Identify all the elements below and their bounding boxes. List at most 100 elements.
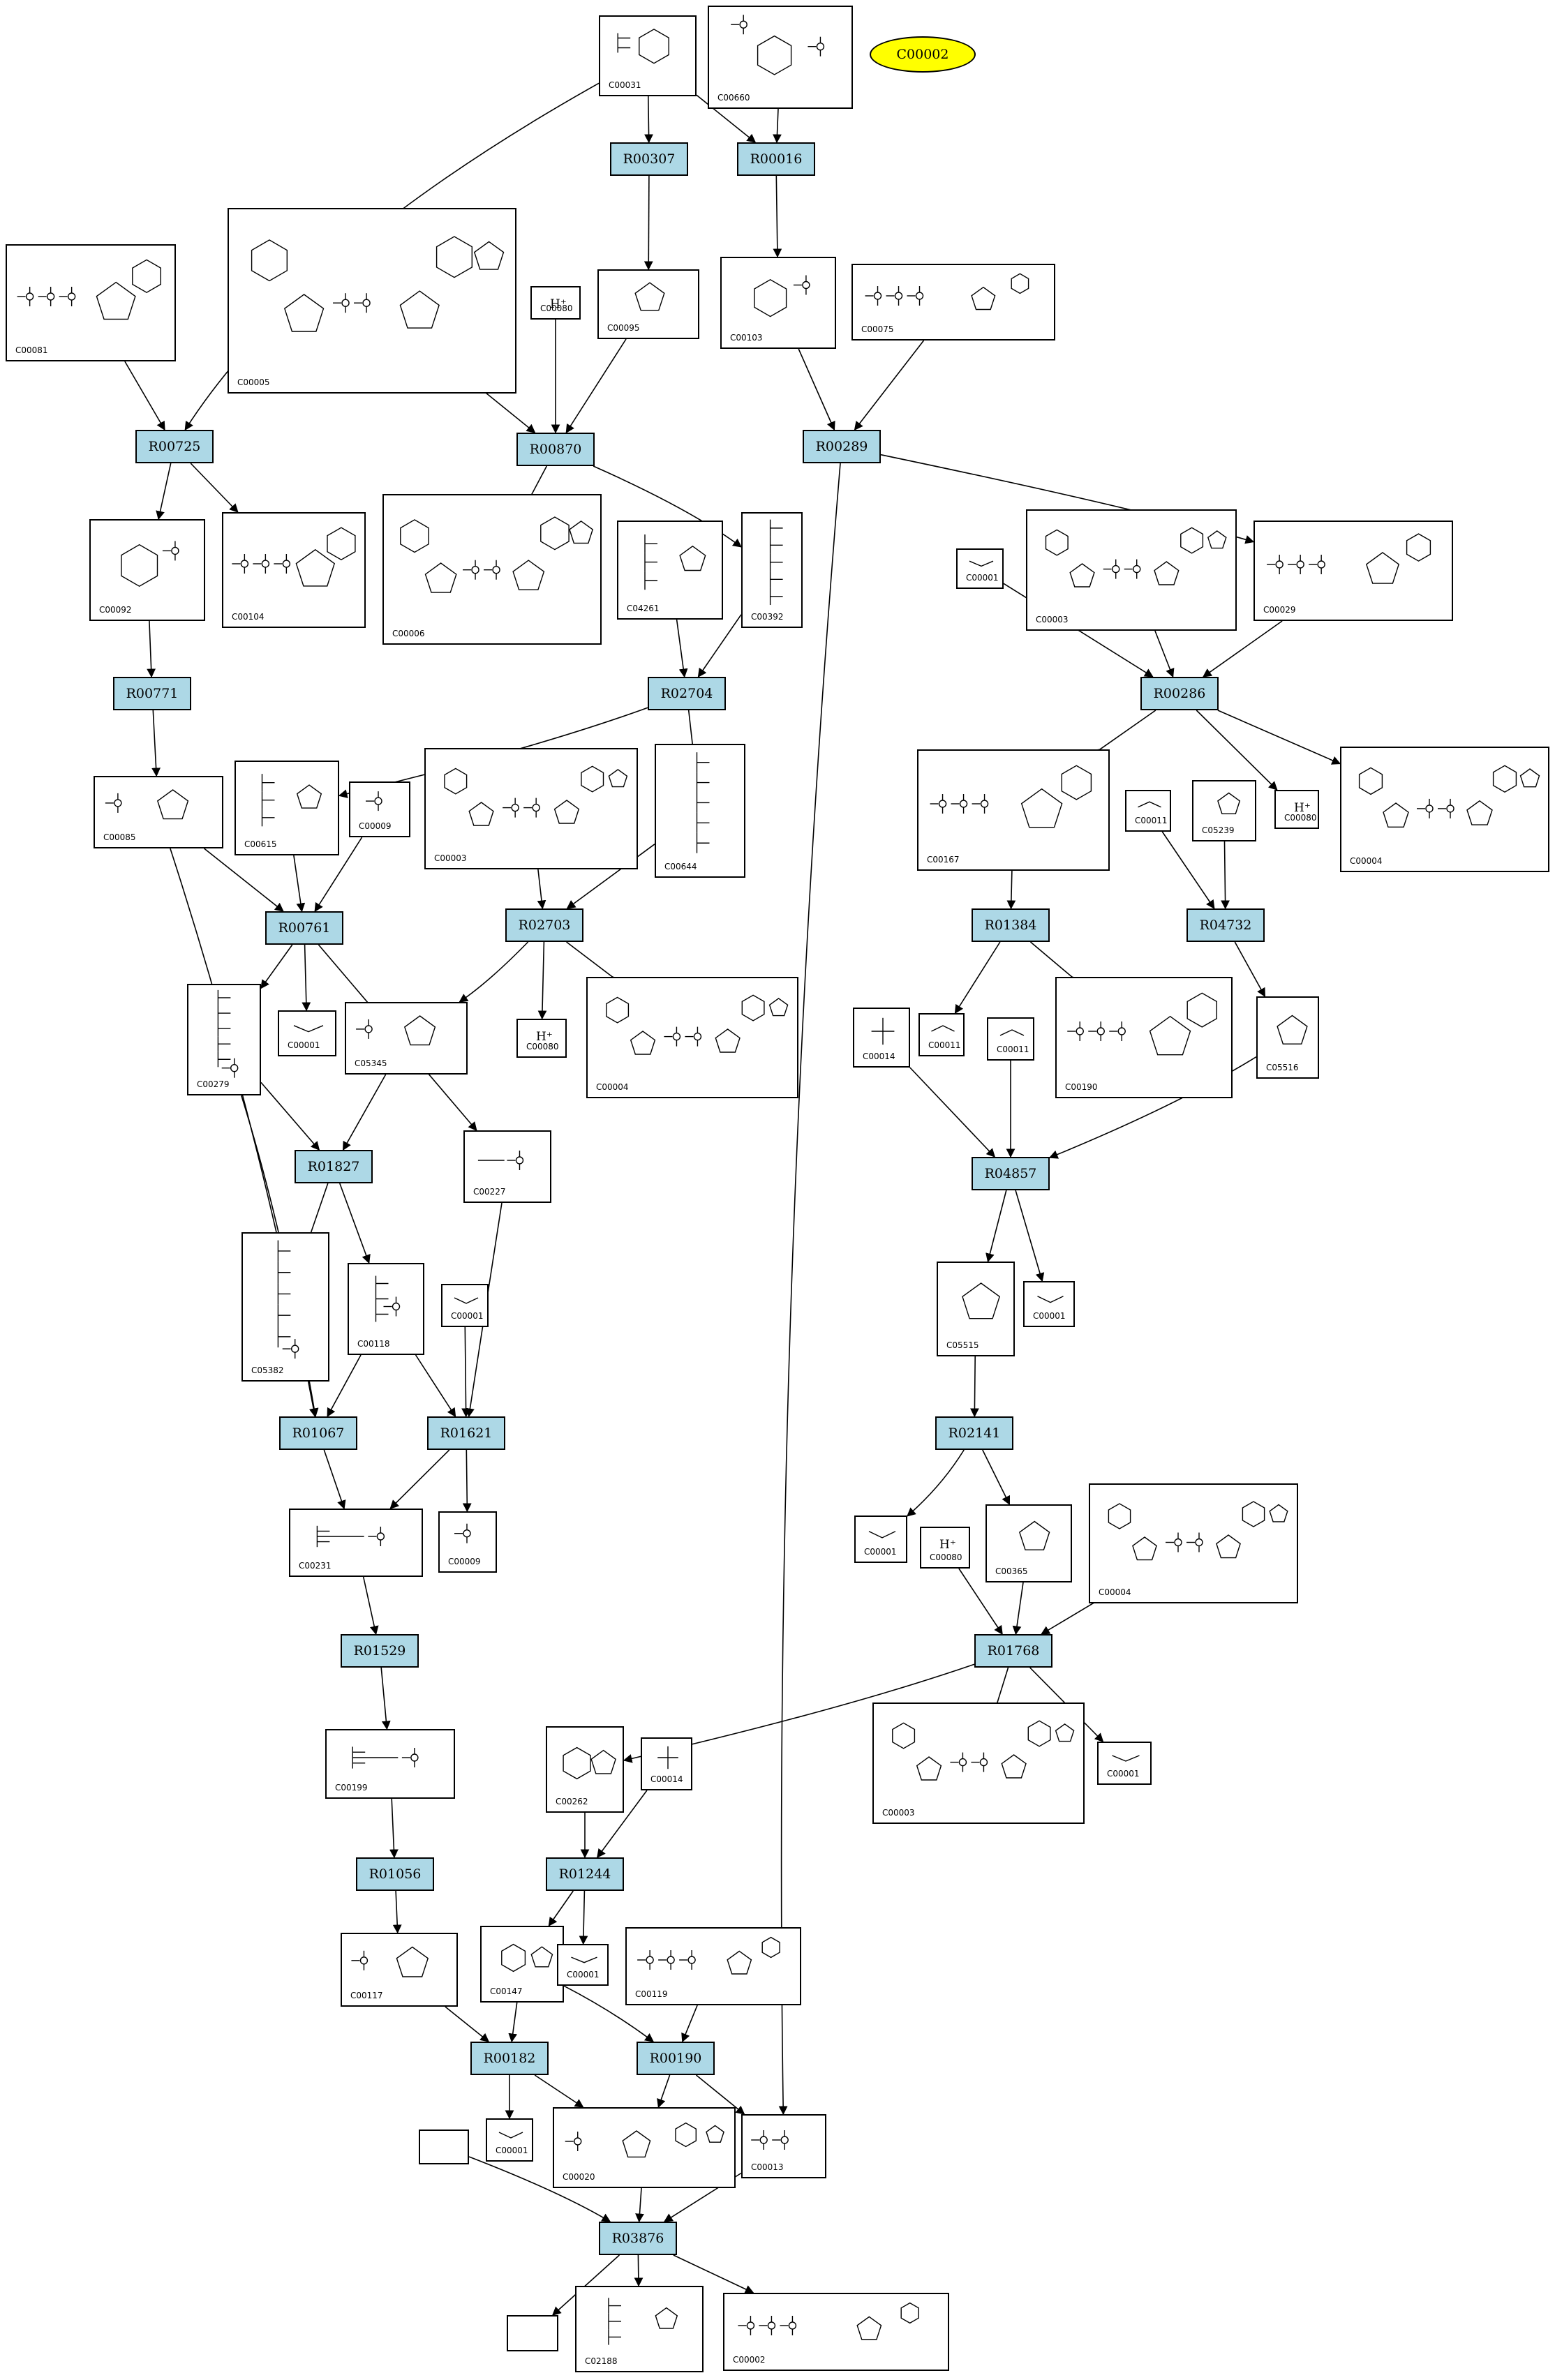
edge-R01384-to-C00011_b <box>954 941 1001 1015</box>
compound-c00660[interactable]: C00660 <box>708 6 853 109</box>
compound-c00014[interactable]: C00014 <box>853 1008 910 1068</box>
reaction-r02141[interactable]: R02141 <box>935 1416 1013 1450</box>
compound-c00118[interactable]: C00118 <box>348 1263 424 1355</box>
compound-c02188[interactable]: C02188 <box>575 2286 704 2372</box>
compound-id: C00119 <box>635 1989 668 1999</box>
reaction-r01768[interactable]: R01768 <box>974 1634 1052 1668</box>
compound-c00011_a[interactable]: C00011 <box>1125 790 1171 832</box>
start-node-c00002[interactable]: C00002 <box>870 36 976 73</box>
compound-c00004[interactable]: C00004 <box>1340 747 1549 872</box>
compound-c00095[interactable]: C00095 <box>597 269 699 339</box>
compound-c00006[interactable]: C00006 <box>382 494 602 645</box>
compound-c00279[interactable]: C00279 <box>187 984 261 1095</box>
compound-c00005[interactable]: C00005 <box>228 208 516 394</box>
compound-c05345[interactable]: C05345 <box>345 1002 468 1075</box>
compound-c00004_c[interactable]: C00004 <box>1089 1483 1298 1603</box>
blank-box-left[interactable] <box>419 2130 469 2164</box>
compound-c00003_c[interactable]: C00003 <box>872 1702 1085 1824</box>
reaction-r00289[interactable]: R00289 <box>803 430 881 463</box>
compound-c05382[interactable]: C05382 <box>241 1232 329 1382</box>
compound-c00003[interactable]: C00003 <box>1026 509 1237 631</box>
compound-c00011_c[interactable]: C00011 <box>987 1017 1034 1061</box>
compound-c00103[interactable]: C00103 <box>720 257 836 349</box>
compound-c00001_h[interactable]: C00001 <box>486 2118 533 2162</box>
reaction-r04857[interactable]: R04857 <box>972 1157 1050 1190</box>
reaction-r01827[interactable]: R01827 <box>295 1150 373 1183</box>
reaction-r00190[interactable]: R00190 <box>637 2042 715 2075</box>
compound-c00615[interactable]: C00615 <box>235 761 339 855</box>
compound-c00001_g[interactable]: C00001 <box>557 1944 609 1986</box>
compound-id: C00001 <box>451 1311 484 1321</box>
reaction-r00016[interactable]: R00016 <box>737 142 815 176</box>
compound-c00080[interactable]: H⁺C00080 <box>530 286 581 320</box>
compound-c00104[interactable]: C00104 <box>222 512 366 628</box>
compound-c00231[interactable]: C00231 <box>289 1509 423 1577</box>
compound-c00004_b[interactable]: C00004 <box>586 977 798 1098</box>
reaction-r02704[interactable]: R02704 <box>648 677 726 710</box>
compound-c00081[interactable]: C00081 <box>6 244 176 361</box>
compound-c05239[interactable]: C05239 <box>1192 780 1256 841</box>
hplus-label: H⁺ <box>1294 801 1311 815</box>
reaction-r00870[interactable]: R00870 <box>516 433 595 466</box>
compound-c00001[interactable]: C00001 <box>956 548 1004 589</box>
compound-c00002[interactable]: C00002 <box>723 2293 949 2371</box>
compound-c00029[interactable]: C00029 <box>1253 521 1453 621</box>
compound-c00392[interactable]: C00392 <box>741 512 803 628</box>
compound-c00147[interactable]: C00147 <box>480 1926 564 2003</box>
compound-id: C00615 <box>244 839 277 849</box>
reaction-r00771[interactable]: R00771 <box>113 677 191 710</box>
compound-c00031[interactable]: C00031 <box>599 15 697 96</box>
compound-c00003_b[interactable]: C00003 <box>424 748 638 869</box>
reaction-r00761[interactable]: R00761 <box>265 911 343 945</box>
compound-c00227[interactable]: C00227 <box>463 1130 551 1203</box>
blank-box-bottom[interactable] <box>507 2315 558 2351</box>
reaction-r01621[interactable]: R01621 <box>427 1416 505 1450</box>
reaction-r00307[interactable]: R00307 <box>610 142 688 176</box>
reaction-r01067[interactable]: R01067 <box>279 1416 357 1450</box>
reaction-r01384[interactable]: R01384 <box>972 908 1050 942</box>
compound-c00009_a[interactable]: C00009 <box>349 781 410 837</box>
compound-c00013[interactable]: C00013 <box>741 2114 826 2178</box>
compound-c05516[interactable]: C05516 <box>1256 996 1319 1079</box>
compound-id: C00003 <box>434 853 467 863</box>
compound-c00020[interactable]: C00020 <box>553 2107 736 2188</box>
compound-c00199[interactable]: C00199 <box>325 1729 455 1799</box>
structure-drawing <box>444 765 628 826</box>
reaction-r01056[interactable]: R01056 <box>356 1857 434 1891</box>
compound-c00011_b[interactable]: C00011 <box>918 1013 965 1056</box>
reaction-r01529[interactable]: R01529 <box>341 1634 419 1668</box>
reaction-r00286[interactable]: R00286 <box>1140 677 1219 710</box>
reaction-r00725[interactable]: R00725 <box>135 430 214 463</box>
compound-c00014_b[interactable]: C00014 <box>641 1737 692 1790</box>
compound-c00644[interactable]: C00644 <box>655 744 745 878</box>
compound-c00167[interactable]: C00167 <box>917 749 1110 871</box>
compound-c00190[interactable]: C00190 <box>1055 977 1233 1098</box>
hplus-label: H⁺ <box>550 297 567 311</box>
compound-c00092[interactable]: C00092 <box>89 519 205 621</box>
compound-c00001_b[interactable]: C00001 <box>278 1010 336 1056</box>
compound-c00001_d[interactable]: C00001 <box>1023 1281 1075 1327</box>
compound-c04261[interactable]: C04261 <box>617 521 723 620</box>
compound-id: C00095 <box>607 323 640 333</box>
compound-c00080_b[interactable]: H⁺C00080 <box>1274 790 1319 829</box>
reaction-r03876[interactable]: R03876 <box>599 2222 677 2255</box>
reaction-r04732[interactable]: R04732 <box>1186 908 1265 942</box>
reaction-r02703[interactable]: R02703 <box>505 908 583 942</box>
compound-c05515[interactable]: C05515 <box>937 1262 1015 1356</box>
compound-c00075[interactable]: C00075 <box>851 264 1055 340</box>
reaction-r01244[interactable]: R01244 <box>546 1857 624 1891</box>
edge-R02141-to-C00365 <box>982 1449 1011 1506</box>
compound-id: C00011 <box>928 1040 961 1050</box>
compound-c00001_f[interactable]: C00001 <box>1097 1742 1152 1785</box>
compound-c00262[interactable]: C00262 <box>546 1726 624 1813</box>
compound-c00085[interactable]: C00085 <box>94 776 223 848</box>
compound-c00001_e[interactable]: C00001 <box>854 1515 907 1563</box>
compound-c00365[interactable]: C00365 <box>985 1504 1072 1582</box>
compound-c00117[interactable]: C00117 <box>341 1933 458 2007</box>
compound-c00009_b[interactable]: C00009 <box>438 1511 497 1573</box>
compound-c00080_c[interactable]: H⁺C00080 <box>516 1019 567 1058</box>
compound-c00080_d[interactable]: H⁺C00080 <box>920 1527 970 1569</box>
compound-c00001_c[interactable]: C00001 <box>441 1284 489 1327</box>
reaction-r00182[interactable]: R00182 <box>470 2042 549 2075</box>
compound-c00119[interactable]: C00119 <box>625 1927 801 2005</box>
